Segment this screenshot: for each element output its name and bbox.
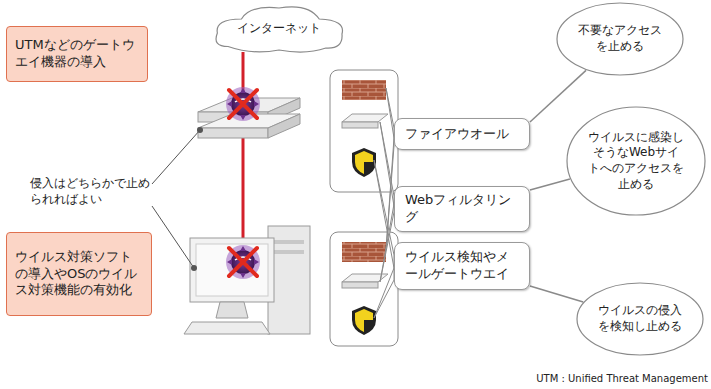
note-text: 侵入はどちらかで止められればよい [30,176,150,207]
node-text: 不要なアクセスを止める [575,23,665,54]
pc [184,226,310,334]
node-text: ウイルスの侵入を検知し止める [595,303,685,334]
node-text: インターネット [237,21,321,37]
speech-bubble: ウイルスの侵入を検知し止める [576,282,704,356]
node-text: UTMなどのゲートウエイ機器の導入 [15,37,139,71]
node-text: ウイルスに感染しそうなWebサイトへのアクセスを止める [587,130,685,192]
callout-box: ウイルス対策ソフトの導入やOSのウイルス対策機能の有効化 [6,232,152,316]
cloud-path [216,7,342,52]
bubble-ellipse [557,3,683,75]
internet-cloud: インターネット [212,4,346,54]
node-text: ファイアウオール [405,126,509,143]
speech-bubble: 不要なアクセスを止める [556,2,684,76]
bubble-ellipse [567,107,705,215]
node-text: ウイルス対策ソフトの導入やOSのウイルス対策機能の有効化 [15,249,143,300]
node-text: ウイルス検知やメールゲートウエイ [405,249,519,283]
speech-bubble: ウイルスに感染しそうなWebサイトへのアクセスを止める [566,106,706,216]
bubble-tail [530,179,570,190]
node-text: Webフィルタリング [405,192,519,226]
callout-box: UTMなどのゲートウエイ機器の導入 [6,26,148,82]
function-label: ファイアウオール [394,118,530,150]
function-label: ウイルス検知やメールゲートウエイ [394,242,530,290]
bubble-tail [530,286,583,302]
function-label: Webフィルタリング [394,186,530,232]
bubble-tail [530,70,586,122]
abbreviation-note: UTM : Unified Threat Management [520,372,708,385]
function-panel [330,70,398,346]
bubble-ellipse [577,283,703,355]
